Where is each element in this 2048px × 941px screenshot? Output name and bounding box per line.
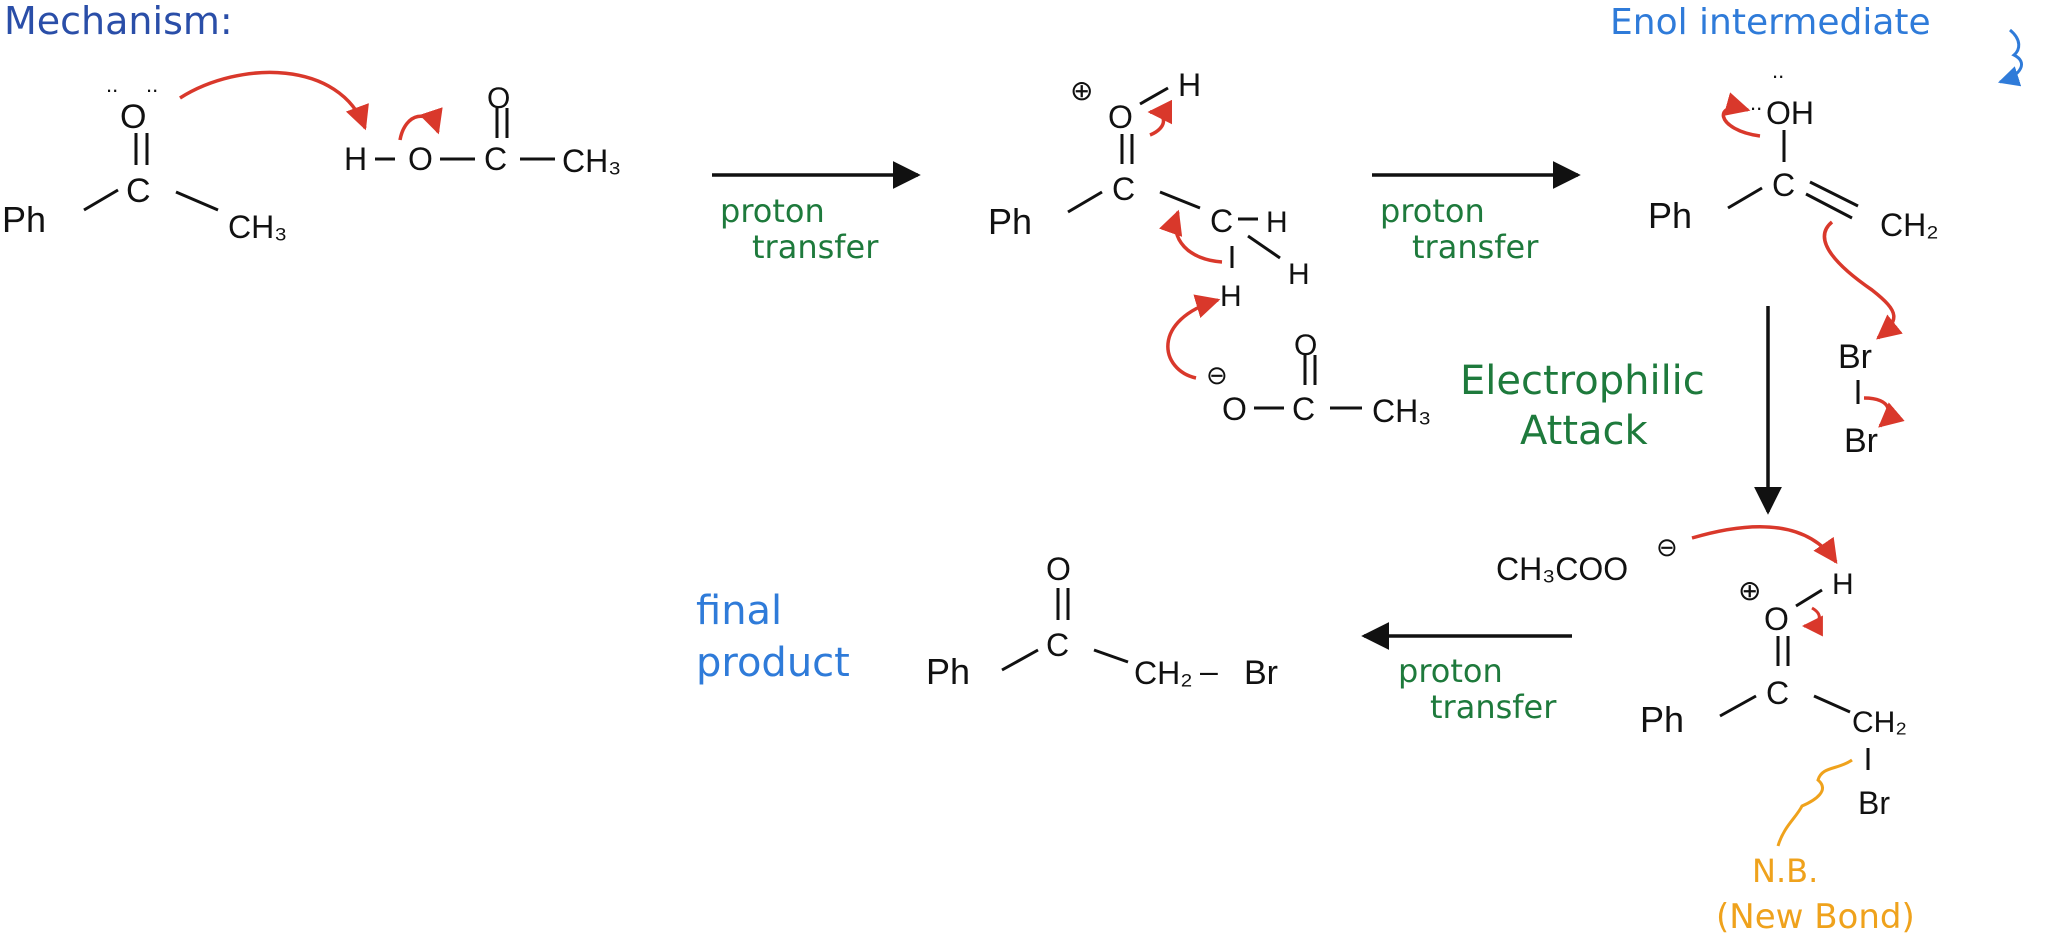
- structure-acetate: ⊖ O C O CH₃: [1206, 329, 1431, 429]
- atom-o: O: [408, 141, 433, 177]
- curved-arrow: [179, 70, 369, 131]
- atom-c: C: [1046, 627, 1069, 663]
- bond: [83, 188, 119, 212]
- atom-c: C: [1766, 675, 1789, 711]
- bond: [1795, 588, 1823, 608]
- bond: [1139, 86, 1169, 106]
- atom-br: Br: [1858, 785, 1890, 821]
- enol-intermediate-label: Enol intermediate: [1610, 2, 1931, 43]
- bond: [1719, 694, 1757, 718]
- page-title: Mechanism:: [4, 0, 233, 43]
- atom-ph: Ph: [1640, 699, 1684, 740]
- atom-o: O: [1294, 329, 1317, 362]
- atom-br: Br: [1844, 422, 1878, 460]
- atom-o: O: [1222, 391, 1247, 427]
- bond: [1727, 186, 1763, 210]
- negative-charge: ⊖: [1656, 532, 1678, 562]
- step-label-line: proton: [1380, 192, 1485, 230]
- bond: [1159, 190, 1201, 210]
- curved-arrow: [1801, 606, 1823, 637]
- atom-h: H: [1178, 67, 1201, 103]
- curved-arrow: [1822, 220, 1903, 340]
- final-product-label-line: product: [696, 640, 850, 686]
- step-label-line: transfer: [1412, 228, 1539, 266]
- atom-ch3: CH₃: [228, 209, 287, 245]
- atom-c: C: [1772, 167, 1795, 203]
- atom-oh: OH: [1766, 95, 1814, 131]
- lone-pair: ..: [146, 72, 158, 97]
- atom-ph: Ph: [2, 199, 46, 240]
- atom-ch3coo: CH₃COO: [1496, 551, 1628, 587]
- atom-c: C: [1210, 203, 1233, 239]
- curved-arrow: [1721, 92, 1761, 138]
- final-product-label-line: final: [696, 588, 782, 634]
- curved-arrow: [398, 107, 443, 141]
- structure-bromo-oxonium: ⊕ O H C Ph CH₂ Br: [1640, 568, 1907, 821]
- new-bond-pointer: [1776, 758, 1853, 847]
- structure-protonated-ketone: ⊕ O H C Ph C H H H: [988, 67, 1310, 313]
- structure-acetophenone: .. O .. C Ph CH₃: [2, 72, 287, 245]
- step-label-line: transfer: [752, 228, 879, 266]
- atom-o: O: [1764, 601, 1789, 637]
- step-label-line: Attack: [1520, 408, 1649, 454]
- atom-h: H: [344, 141, 367, 177]
- enol-label-arrow: [1997, 28, 2023, 87]
- step-label-line: proton: [1398, 652, 1503, 690]
- bond: [1001, 648, 1039, 672]
- atom-ph: Ph: [988, 201, 1032, 242]
- atom-c: C: [484, 141, 507, 177]
- curved-arrow: [1159, 209, 1223, 264]
- negative-charge: ⊖: [1206, 360, 1228, 390]
- step-label-line: Electrophilic: [1460, 358, 1705, 404]
- atom-o: O: [487, 82, 510, 115]
- atom-h: H: [1266, 206, 1288, 239]
- structure-bromine: Br Br: [1838, 338, 1878, 460]
- atom-h: H: [1220, 280, 1242, 313]
- atom-h: H: [1288, 258, 1310, 291]
- atom-o: O: [1108, 99, 1133, 135]
- double-bond: [1809, 180, 1859, 208]
- atom-c: C: [1112, 171, 1135, 207]
- lone-pair: ..: [1772, 58, 1784, 83]
- new-bond-label-line: N.B.: [1752, 852, 1818, 890]
- atom-ch2: CH₂: [1852, 706, 1907, 739]
- atom-o: O: [1046, 551, 1071, 587]
- bond: [1813, 694, 1851, 714]
- structure-acetic-acid: H O C O CH₃: [344, 82, 621, 179]
- bond: [1093, 648, 1129, 664]
- atom-br: Br: [1838, 338, 1872, 376]
- bond-dash: –: [1200, 653, 1218, 689]
- atom-ph: Ph: [1648, 195, 1692, 236]
- atom-c: C: [1292, 391, 1315, 427]
- atom-ch3: CH₃: [562, 143, 621, 179]
- new-bond-label-line: (New Bond): [1716, 897, 1915, 937]
- structure-bromoacetophenone: O C Ph CH₂ – Br: [926, 551, 1278, 692]
- structure-acetate-base: CH₃COO ⊖: [1496, 532, 1678, 587]
- atom-br: Br: [1244, 654, 1278, 692]
- curved-arrow: [1863, 396, 1905, 428]
- atom-ch3: CH₃: [1372, 393, 1431, 429]
- bond: [1067, 190, 1103, 214]
- atom-c: C: [126, 172, 151, 210]
- step-label-line: transfer: [1430, 688, 1557, 726]
- positive-charge: ⊕: [1070, 75, 1093, 106]
- bond: [1247, 234, 1281, 260]
- curved-arrow: [1166, 294, 1221, 380]
- atom-ch2: CH₂: [1134, 655, 1193, 691]
- step-label-line: proton: [720, 192, 825, 230]
- curved-arrow: [1147, 99, 1173, 137]
- structure-enol: .. .. OH C Ph CH₂: [1648, 58, 1939, 243]
- double-bond: [1805, 192, 1853, 220]
- atom-ph: Ph: [926, 651, 970, 692]
- atom-h: H: [1832, 568, 1854, 601]
- atom-o: O: [120, 98, 146, 136]
- bond: [175, 190, 219, 212]
- curved-arrow: [1691, 525, 1838, 565]
- lone-pair: ..: [106, 72, 118, 97]
- lone-pair: ..: [1750, 90, 1762, 115]
- positive-charge: ⊕: [1738, 575, 1761, 606]
- atom-ch2: CH₂: [1880, 207, 1939, 243]
